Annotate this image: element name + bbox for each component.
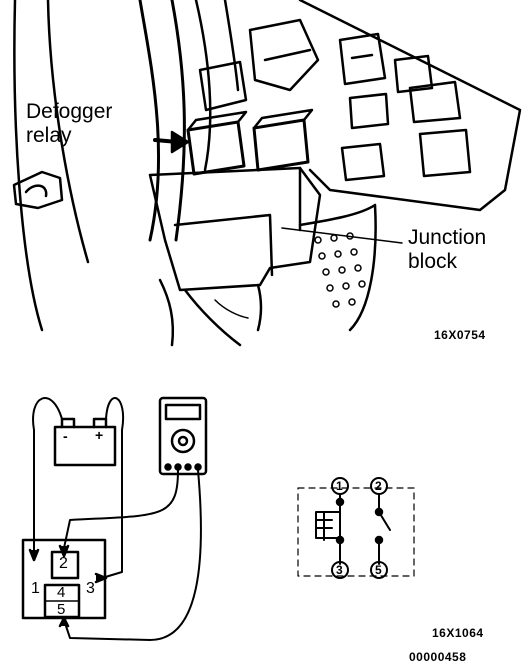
battery — [53, 425, 117, 467]
schematic-terminal-2-label: 2 — [375, 479, 382, 493]
figure-code-bottom: 16X1064 — [432, 626, 484, 640]
defogger-relay-label-line2: relay — [26, 124, 72, 147]
defogger-relay-label-line1: Defogger — [26, 100, 113, 123]
terminal-5 — [370, 561, 388, 579]
figure-code-top: 16X0754 — [434, 328, 486, 342]
test-circuit — [21, 396, 208, 641]
junction-block-label-line2: block — [408, 250, 458, 273]
terminal-2 — [370, 477, 388, 495]
schematic-terminal-5-label: 5 — [375, 563, 382, 577]
terminal-3 — [331, 561, 349, 579]
junction-block-label-line1: Junction — [408, 226, 487, 249]
relay-pin-4: 4 — [57, 584, 66, 601]
relay-schematic — [297, 477, 415, 579]
defogger-relay-shape — [186, 108, 314, 176]
battery-plus-sign: + — [95, 427, 104, 443]
schematic-terminal-3-label: 3 — [336, 563, 343, 577]
relay-pin-5: 5 — [57, 601, 66, 618]
document-number: 00000458 — [409, 650, 467, 664]
relay-pin-1: 1 — [31, 580, 40, 597]
dashboard-illustration — [12, 0, 522, 347]
ohmmeter — [158, 396, 208, 476]
junction-block-shape — [148, 166, 322, 292]
terminal-1 — [331, 477, 349, 495]
relay-pin-3: 3 — [86, 580, 95, 597]
schematic-terminal-1-label: 1 — [336, 479, 343, 493]
battery-minus-sign: - — [63, 428, 68, 444]
relay-pin-2: 2 — [59, 555, 68, 572]
